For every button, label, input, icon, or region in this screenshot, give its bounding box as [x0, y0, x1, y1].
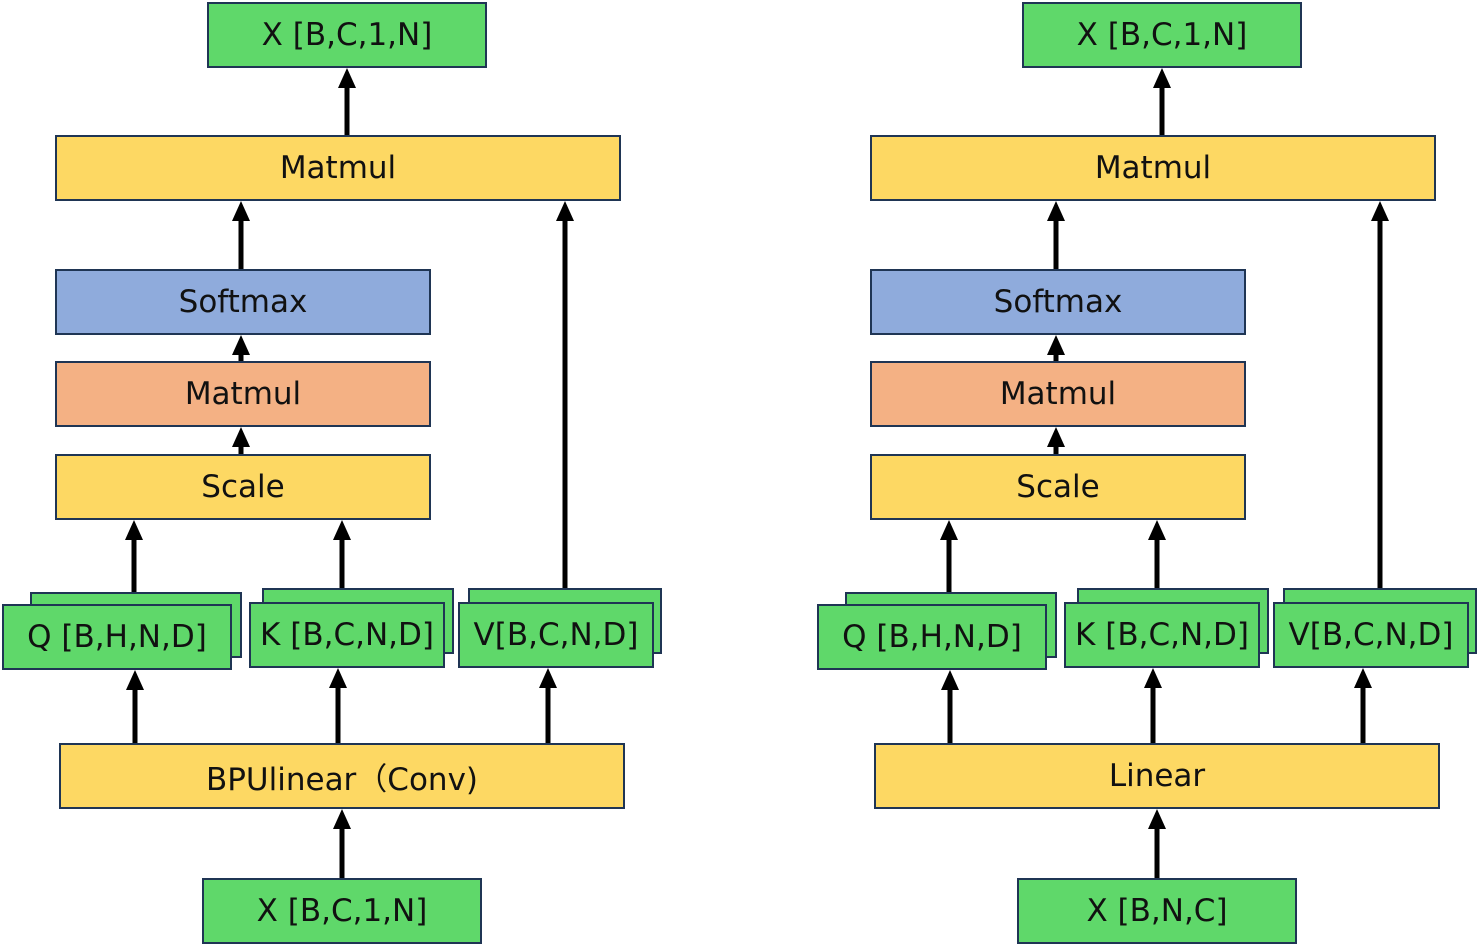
arrow-projection-to-q	[941, 670, 959, 743]
arrow-matmul-to-softmax	[1047, 335, 1065, 361]
output-node: X [B,C,1,N]	[207, 2, 487, 68]
arrow-projection-to-q	[126, 670, 144, 743]
k-node: K [B,C,N,D]	[1064, 602, 1260, 668]
arrow-input-to-projection	[333, 809, 351, 878]
projection-node: Linear	[874, 743, 1440, 809]
projection-node: BPUlinear（Conv)	[59, 743, 625, 809]
arrow-softmax-to-matmul	[1047, 201, 1065, 269]
input-node: X [B,C,1,N]	[202, 878, 482, 944]
matmul-top-node: Matmul	[55, 135, 621, 201]
input-node: X [B,N,C]	[1017, 878, 1297, 944]
arrow-matmul-to-output	[338, 68, 356, 135]
arrow-softmax-to-matmul	[232, 201, 250, 269]
arrow-projection-to-k	[1144, 668, 1162, 743]
arrow-projection-to-v	[539, 668, 557, 743]
arrow-matmul-to-output	[1153, 68, 1171, 135]
left-arrows	[125, 68, 574, 878]
v-node: V[B,C,N,D]	[458, 602, 654, 668]
v-node: V[B,C,N,D]	[1273, 602, 1469, 668]
right-arrows	[940, 68, 1389, 878]
right-attention-diagram: X [B,C,1,N] Matmul Softmax Matmul Scale …	[815, 0, 1479, 946]
softmax-node: Softmax	[870, 269, 1246, 335]
arrow-q-to-scale	[125, 520, 143, 592]
matmul-mid-node: Matmul	[55, 361, 431, 427]
arrow-k-to-scale	[333, 520, 351, 588]
arrow-v-to-matmul	[556, 201, 574, 590]
q-node: Q [B,H,N,D]	[2, 604, 232, 670]
matmul-mid-node: Matmul	[870, 361, 1246, 427]
scale-node: Scale	[55, 454, 431, 520]
arrow-v-to-matmul	[1371, 201, 1389, 590]
arrow-scale-to-matmul	[232, 427, 250, 454]
softmax-node: Softmax	[55, 269, 431, 335]
left-attention-diagram: X [B,C,1,N] Matmul Softmax Matmul Scale …	[2, 2, 662, 944]
matmul-top-node: Matmul	[870, 135, 1436, 201]
arrow-matmul-to-softmax	[232, 335, 250, 361]
arrow-projection-to-v	[1354, 668, 1372, 743]
arrow-k-to-scale	[1148, 520, 1166, 588]
arrow-q-to-scale	[940, 520, 958, 592]
output-node: X [B,C,1,N]	[1022, 2, 1302, 68]
arrow-projection-to-k	[329, 668, 347, 743]
k-node: K [B,C,N,D]	[249, 602, 445, 668]
scale-node: Scale	[870, 454, 1246, 520]
q-node: Q [B,H,N,D]	[817, 604, 1047, 670]
arrow-input-to-projection	[1148, 809, 1166, 878]
arrow-scale-to-matmul	[1047, 427, 1065, 454]
